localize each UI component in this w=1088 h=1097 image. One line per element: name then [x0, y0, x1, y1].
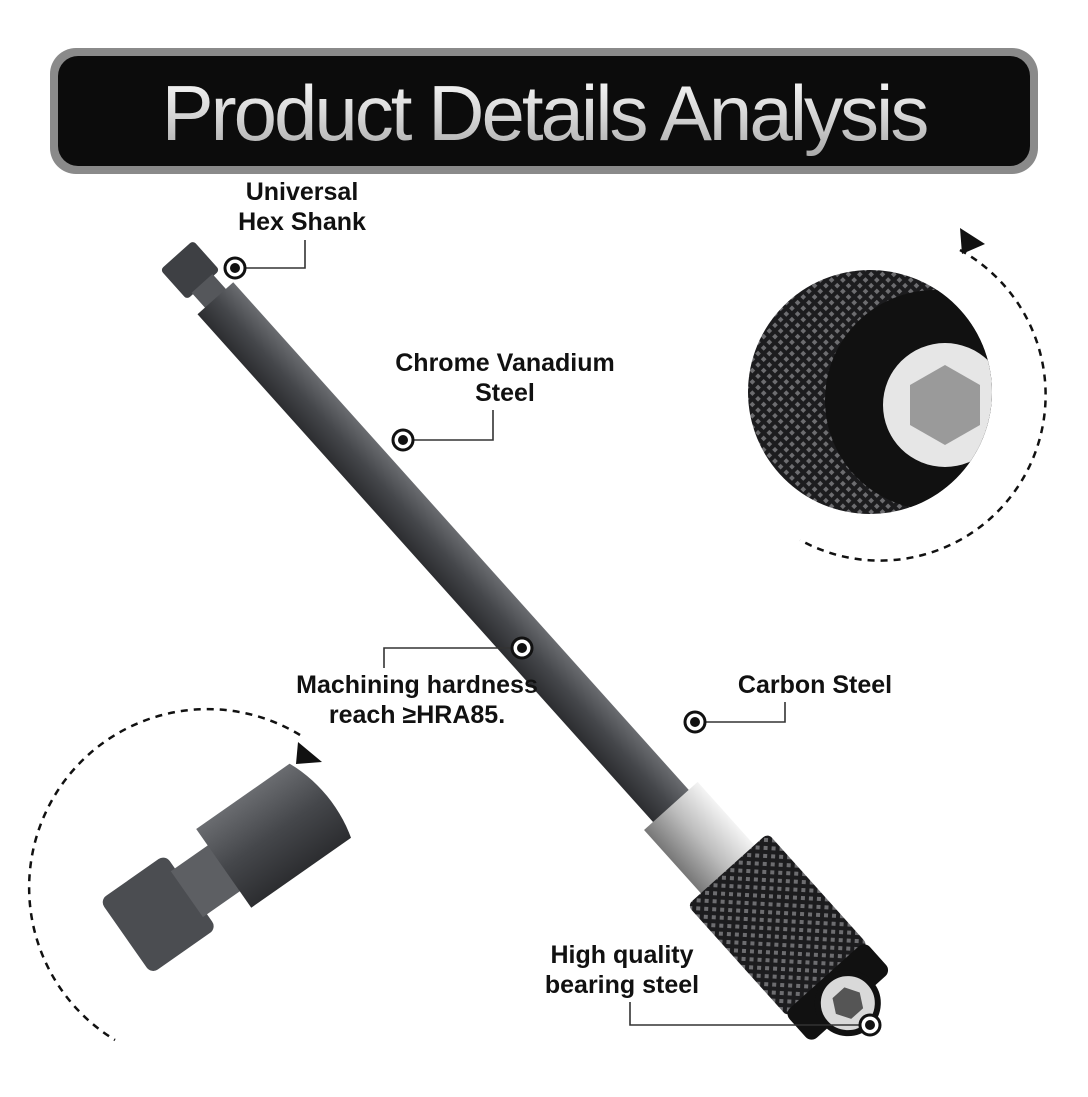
arrow-icon: [960, 228, 985, 254]
svg-text:bearing steel: bearing steel: [545, 971, 699, 999]
detail-knurled-holder: [748, 228, 1047, 562]
callout-hex-shank: Universal Hex Shank: [223, 178, 366, 280]
callout-carbon-steel: Carbon Steel: [683, 671, 892, 734]
svg-text:Carbon Steel: Carbon Steel: [738, 671, 892, 699]
title-banner: Product Details Analysis: [50, 48, 1038, 174]
svg-text:Universal: Universal: [246, 178, 359, 206]
svg-text:High quality: High quality: [550, 941, 693, 969]
callout-hardness: Machining hardness reach ≥HRA85.: [296, 636, 538, 729]
detail-dashed-arc: [27, 707, 301, 1042]
page-title: Product Details Analysis: [162, 69, 928, 157]
svg-text:reach ≥HRA85.: reach ≥HRA85.: [329, 701, 505, 729]
svg-text:Chrome Vanadium: Chrome Vanadium: [395, 349, 615, 377]
svg-text:Steel: Steel: [475, 379, 535, 407]
arrow-icon: [296, 742, 322, 764]
detail-dashed-arc: [799, 248, 1047, 562]
svg-text:Machining hardness: Machining hardness: [296, 671, 538, 699]
callout-bearing-steel: High quality bearing steel: [545, 941, 882, 1037]
hex-bit-holder: [161, 242, 889, 1040]
svg-text:Hex Shank: Hex Shank: [238, 208, 366, 236]
detail-hex-shank: [27, 707, 360, 1042]
callout-chrome-vanadium: Chrome Vanadium Steel: [391, 349, 615, 452]
